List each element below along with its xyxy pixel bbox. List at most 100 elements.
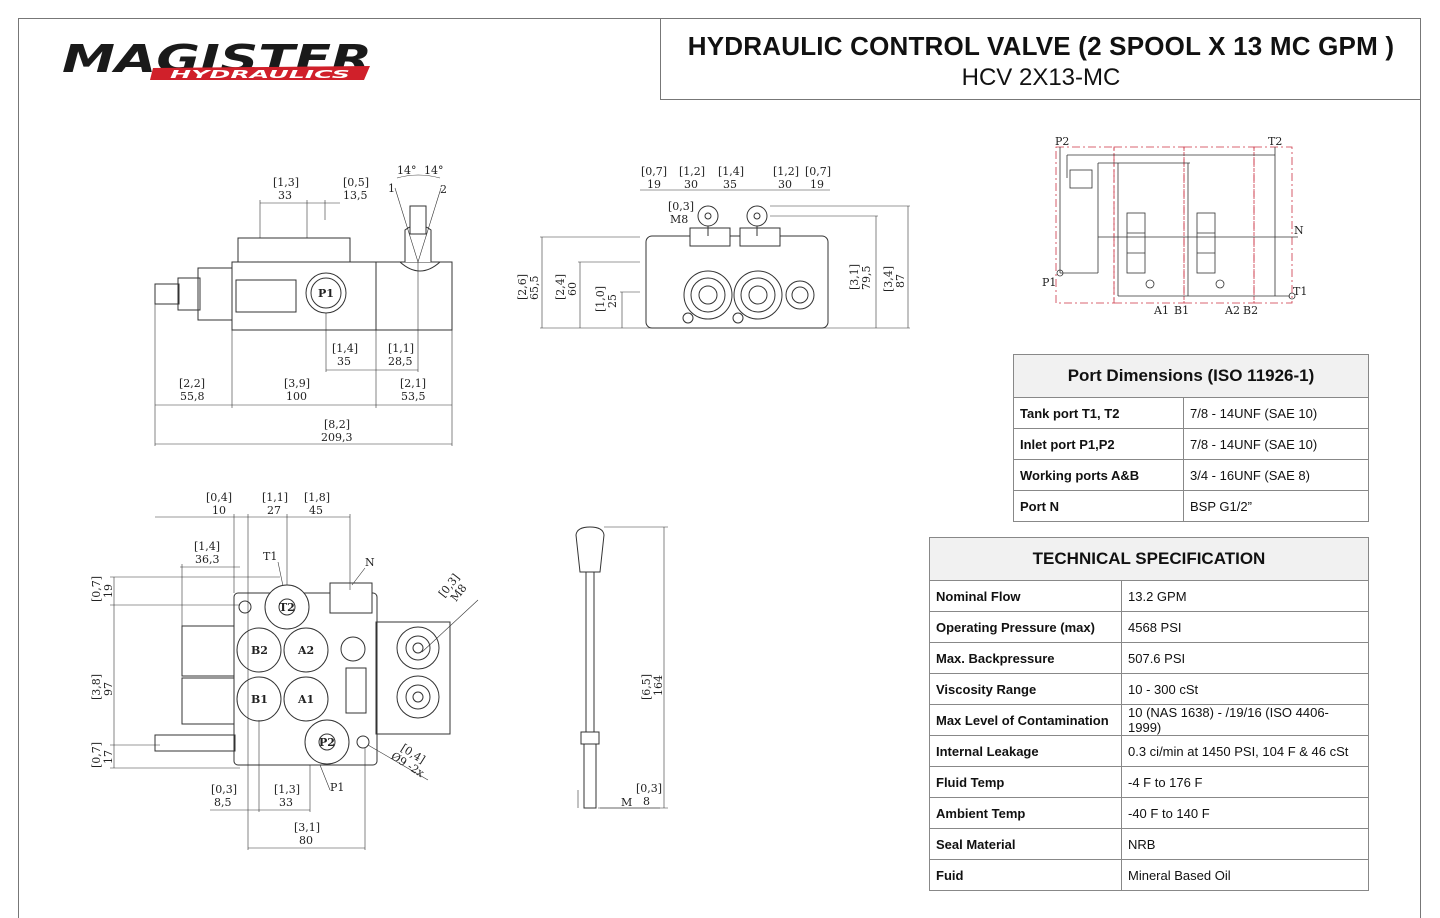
svg-text:HYDRAULICS: HYDRAULICS <box>170 68 350 81</box>
svg-text:A2: A2 <box>1224 304 1240 317</box>
svg-text:P2: P2 <box>319 736 335 749</box>
svg-text:[1,1]: [1,1] <box>262 491 288 504</box>
svg-text:[3,1]: [3,1] <box>848 264 861 290</box>
svg-text:33: 33 <box>279 796 293 809</box>
svg-text:[6,5]: [6,5] <box>640 674 653 700</box>
document-title: HYDRAULIC CONTROL VALVE (2 SPOOL X 13 MC… <box>687 31 1395 61</box>
svg-text:B2: B2 <box>251 644 268 657</box>
svg-text:97: 97 <box>102 682 115 696</box>
svg-text:[0,3]: [0,3] <box>211 783 237 796</box>
model-number: HCV 2X13-MC <box>961 64 1121 91</box>
svg-text:19: 19 <box>810 178 824 191</box>
svg-text:19: 19 <box>102 584 115 598</box>
svg-text:[0,7]: [0,7] <box>90 576 103 602</box>
port-dimensions-table: Port Dimensions (ISO 11926-1) Tank port … <box>1013 354 1369 522</box>
svg-text:[0,3]: [0,3] <box>668 200 694 213</box>
table-row: Ambient Temp-40 F to 140 F <box>929 797 1369 829</box>
svg-text:[3,8]: [3,8] <box>90 674 103 700</box>
svg-text:[1,8]: [1,8] <box>304 491 330 504</box>
svg-text:P2: P2 <box>1055 135 1069 148</box>
svg-text:13,5: 13,5 <box>343 189 368 202</box>
technical-specification-title: TECHNICAL SPECIFICATION <box>929 537 1369 581</box>
svg-text:[3,9]: [3,9] <box>284 377 310 390</box>
svg-text:P1: P1 <box>1042 276 1056 289</box>
svg-text:[2,6]: [2,6] <box>516 274 529 300</box>
svg-text:[0,7]: [0,7] <box>805 165 831 178</box>
svg-text:14°: 14° <box>424 164 444 177</box>
svg-text:T1: T1 <box>1293 285 1307 298</box>
magister-logo: MAGISTER HYDRAULICS <box>62 37 372 81</box>
svg-text:[0,7]: [0,7] <box>90 742 103 768</box>
svg-text:[0,5]: [0,5] <box>343 176 369 189</box>
svg-text:10: 10 <box>212 504 226 517</box>
svg-text:A2: A2 <box>297 644 314 657</box>
svg-text:M8: M8 <box>670 213 688 226</box>
svg-text:65,5: 65,5 <box>528 276 541 301</box>
svg-text:[3,4]: [3,4] <box>882 266 895 292</box>
svg-text:[2,4]: [2,4] <box>554 274 567 300</box>
svg-text:33: 33 <box>278 189 292 202</box>
svg-text:209,3: 209,3 <box>321 431 353 444</box>
svg-text:[1,3]: [1,3] <box>273 176 299 189</box>
svg-text:87: 87 <box>894 274 907 288</box>
svg-text:100: 100 <box>286 390 307 403</box>
svg-text:[8,2]: [8,2] <box>324 418 350 431</box>
svg-text:T2: T2 <box>1268 135 1282 148</box>
svg-text:[1,2]: [1,2] <box>679 165 705 178</box>
lever-view: [6,5]164 [0,3]8 M <box>575 526 668 809</box>
svg-text:14°: 14° <box>397 164 417 177</box>
svg-text:A1: A1 <box>1153 304 1169 317</box>
svg-text:35: 35 <box>337 355 351 368</box>
svg-text:[0,7]: [0,7] <box>641 165 667 178</box>
table-row: Fluid Temp-4 F to 176 F <box>929 766 1369 798</box>
svg-text:A1: A1 <box>297 693 314 706</box>
svg-text:19: 19 <box>647 178 661 191</box>
svg-text:2: 2 <box>440 183 447 196</box>
svg-text:[2,2]: [2,2] <box>179 377 205 390</box>
port-dimensions-title: Port Dimensions (ISO 11926-1) <box>1013 354 1369 398</box>
svg-text:[1,4]: [1,4] <box>194 540 220 553</box>
svg-text:[1,2]: [1,2] <box>773 165 799 178</box>
svg-text:[0,3]: [0,3] <box>636 782 662 795</box>
svg-text:[1,1]: [1,1] <box>388 342 414 355</box>
side-view: P1 14° 14° 1 2 [1,3]33 [0,5]13,5 [1,4]35… <box>154 164 453 446</box>
svg-text:25: 25 <box>606 294 619 308</box>
svg-text:B2: B2 <box>1243 304 1258 317</box>
svg-text:36,3: 36,3 <box>195 553 220 566</box>
svg-text:P1: P1 <box>330 781 344 794</box>
bottom-view: T2 B2 A2 B1 A1 P2 [0,4]10 [1,1]27 [1,8]4… <box>90 491 479 850</box>
svg-text:T1: T1 <box>263 550 277 563</box>
svg-text:79,5: 79,5 <box>860 266 873 291</box>
svg-text:[1,4]: [1,4] <box>718 165 744 178</box>
svg-text:8: 8 <box>643 795 650 808</box>
svg-text:28,5: 28,5 <box>388 355 413 368</box>
svg-text:27: 27 <box>267 504 281 517</box>
svg-text:T2: T2 <box>279 601 295 614</box>
svg-text:N: N <box>365 556 375 569</box>
hydraulic-schematic: P2 T2 N P1 T1 A1 B1 A2 B2 <box>1042 135 1307 317</box>
svg-text:30: 30 <box>778 178 792 191</box>
svg-text:30: 30 <box>684 178 698 191</box>
svg-text:[3,1]: [3,1] <box>294 821 320 834</box>
svg-text:[1,0]: [1,0] <box>594 286 607 312</box>
svg-text:55,8: 55,8 <box>180 390 205 403</box>
svg-text:B1: B1 <box>251 693 268 706</box>
svg-text:N: N <box>1294 224 1304 237</box>
svg-text:[1,4]: [1,4] <box>332 342 358 355</box>
svg-text:53,5: 53,5 <box>401 390 426 403</box>
svg-text:[0,4]: [0,4] <box>206 491 232 504</box>
svg-text:164: 164 <box>652 675 665 696</box>
svg-text:8,5: 8,5 <box>214 796 232 809</box>
page-frame <box>18 18 1421 918</box>
